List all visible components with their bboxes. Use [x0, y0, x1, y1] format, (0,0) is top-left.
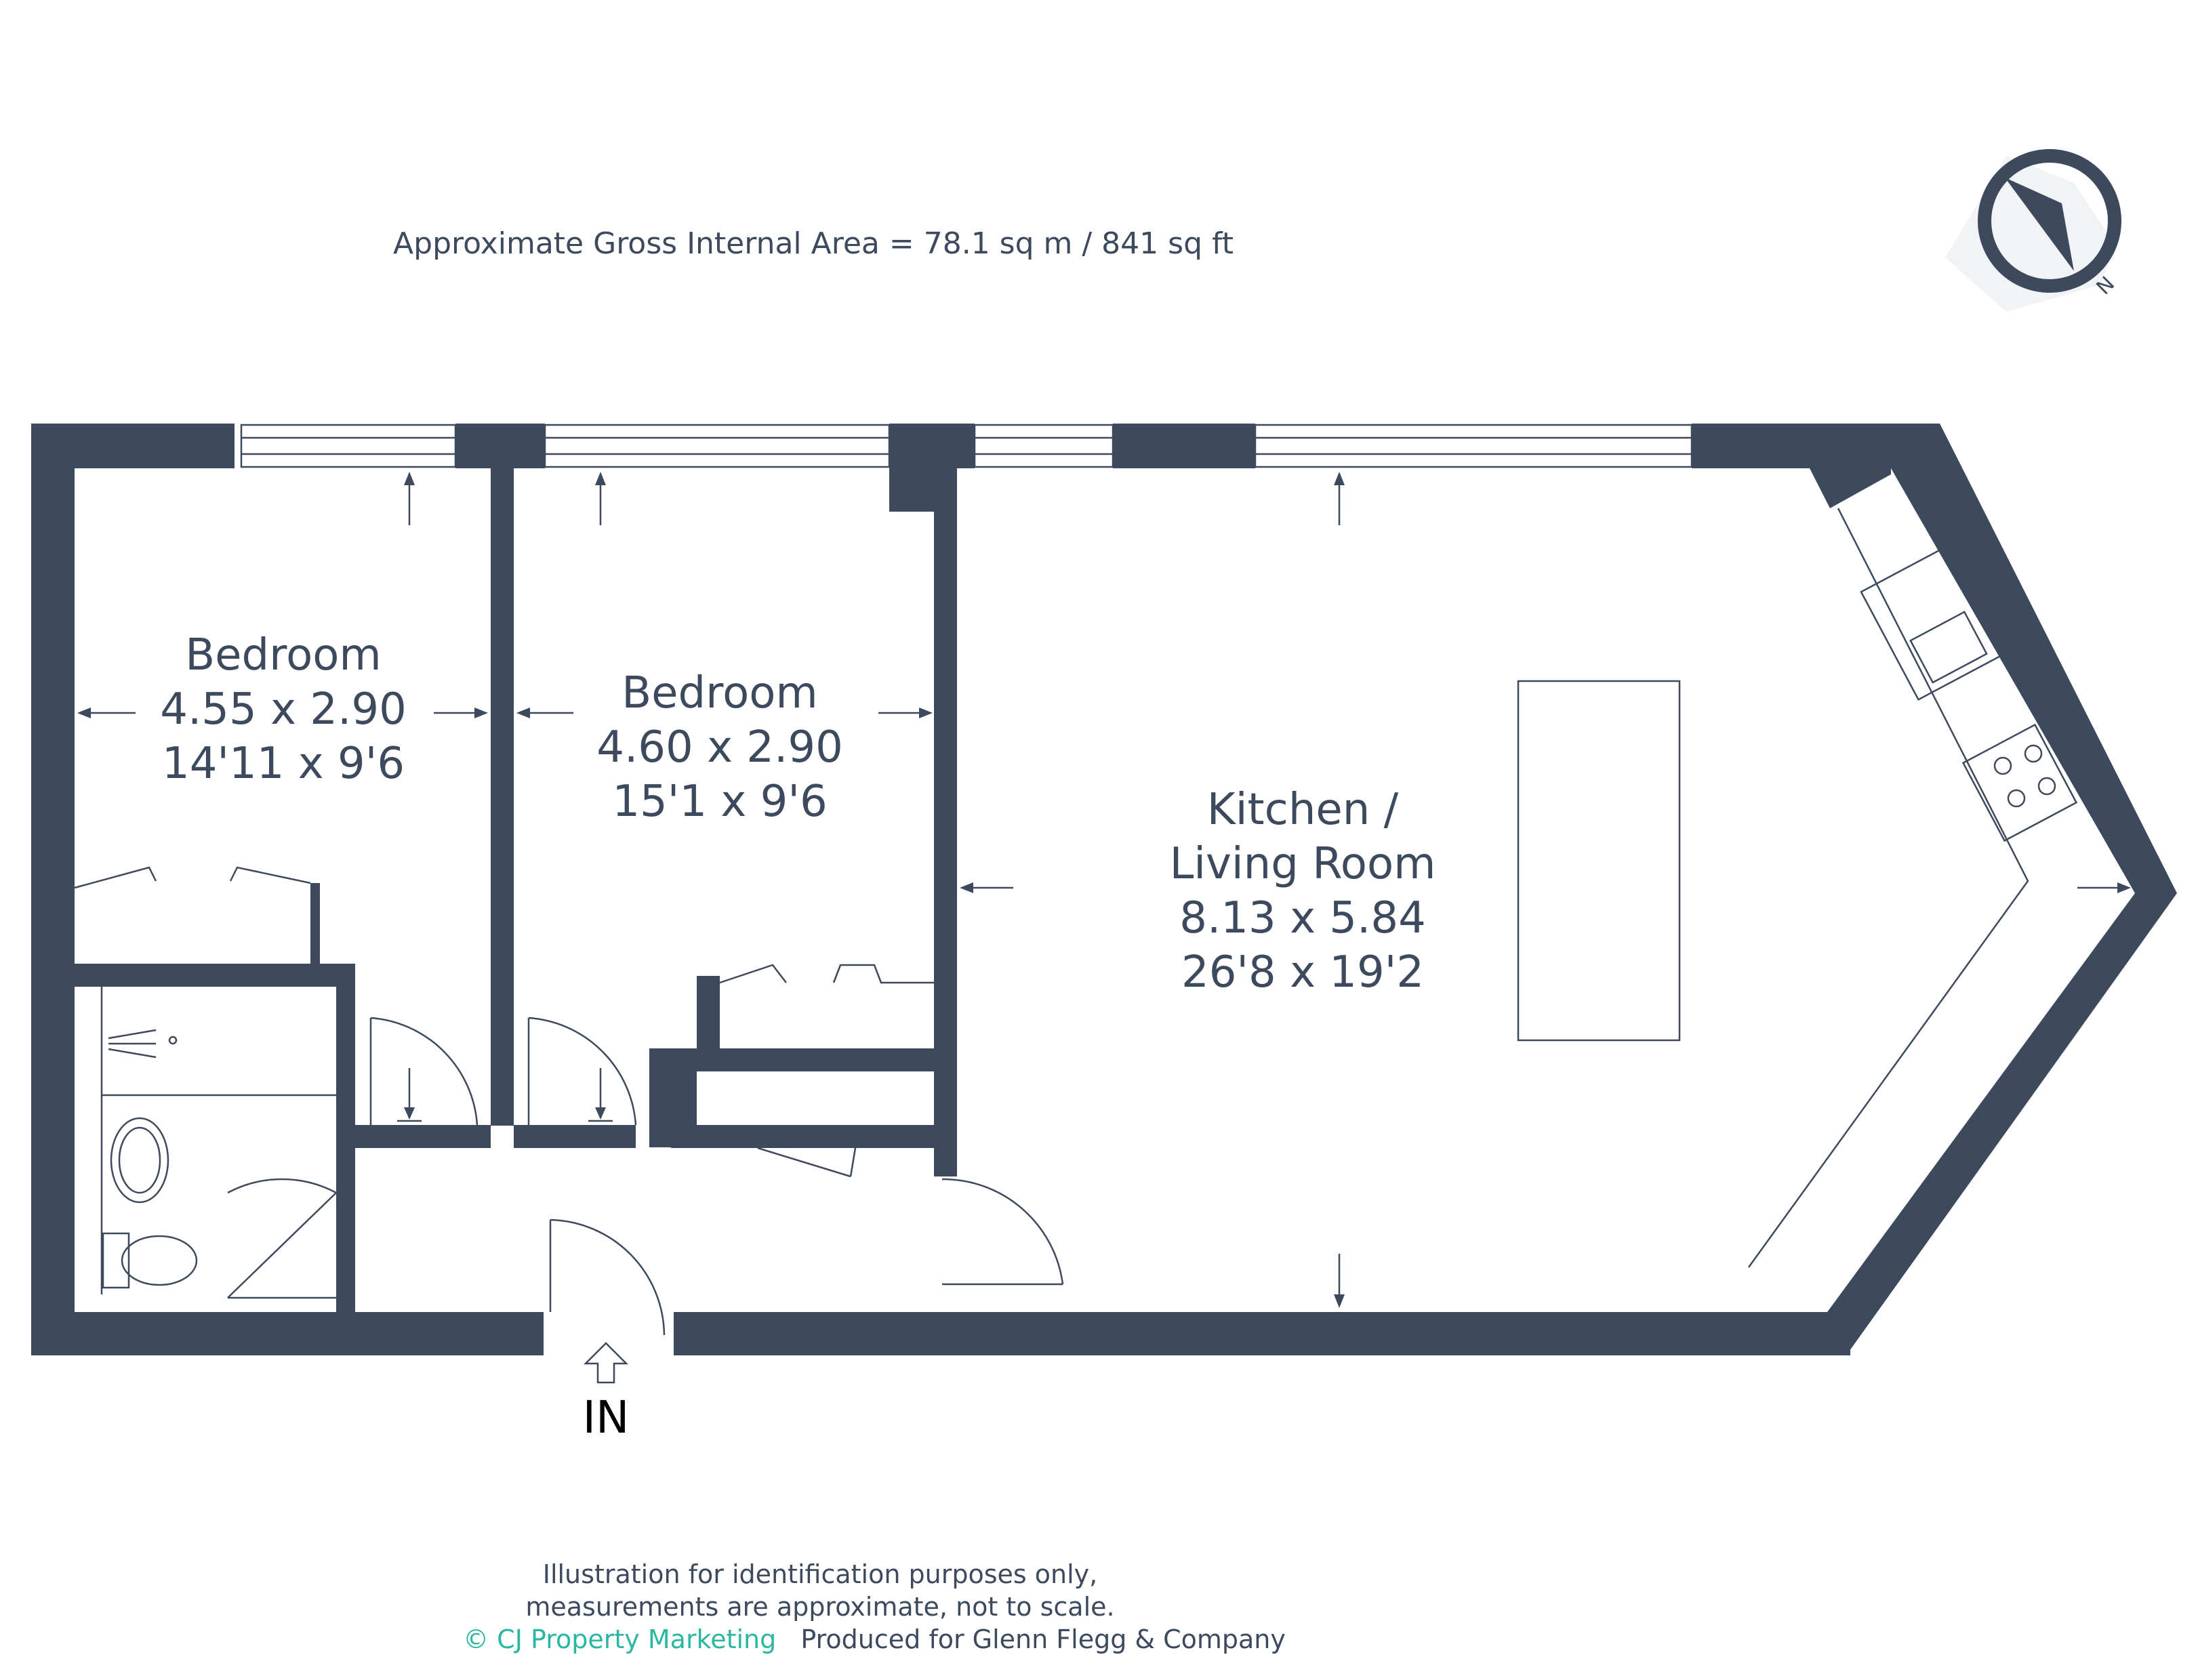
disclaimer-line-1: Illustration for identification purposes…: [543, 1559, 1098, 1589]
bathroom-fixtures: [100, 987, 336, 1294]
room-metric: 8.13 x 5.84: [1179, 893, 1426, 943]
internal-walls: [75, 468, 957, 1312]
room-label-bedroom-1: Bedroom 4.55 x 2.90 14'11 x 9'6: [160, 630, 407, 789]
disclaimer-line-2: measurements are approximate, not to sca…: [525, 1592, 1114, 1622]
entrance-label: IN: [583, 1391, 630, 1443]
room-name: Bedroom: [185, 630, 381, 680]
copyright-label: © CJ Property Marketing: [463, 1624, 776, 1654]
windows: [240, 424, 1693, 468]
footer-credits: © CJ Property Marketing Produced for Gle…: [463, 1624, 1286, 1654]
room-label-bedroom-2: Bedroom 4.60 x 2.90 15'1 x 9'6: [596, 668, 843, 827]
shower-icon: [108, 1029, 178, 1059]
kitchen-fittings: [1517, 508, 2078, 1268]
room-name-line2: Living Room: [1170, 839, 1436, 889]
room-name: Bedroom: [622, 668, 817, 718]
room-name-line1: Kitchen /: [1207, 785, 1399, 835]
basin-icon: [110, 1117, 169, 1204]
gross-area-label: Approximate Gross Internal Area = 78.1 s…: [393, 226, 1234, 261]
room-metric: 4.60 x 2.90: [596, 722, 843, 773]
sink-icon: [1860, 546, 2003, 701]
toilet-icon: [102, 1232, 198, 1289]
kitchen-island: [1517, 680, 1681, 1042]
entrance-marker: IN: [583, 1342, 630, 1443]
room-metric: 4.55 x 2.90: [160, 684, 407, 735]
outer-walls: [31, 424, 2177, 1355]
produced-for-label: Produced for Glenn Flegg & Company: [800, 1624, 1286, 1654]
wardrobes: [74, 866, 934, 984]
room-imperial: 14'11 x 9'6: [162, 739, 405, 789]
room-imperial: 15'1 x 9'6: [612, 777, 827, 827]
doors: [227, 1017, 1064, 1336]
room-imperial: 26'8 x 19'2: [1181, 947, 1424, 998]
dimension-arrows: [77, 472, 2131, 1308]
hob-icon: [1961, 723, 2078, 842]
compass-icon: N: [1945, 149, 2121, 312]
room-label-kitchen-living: Kitchen / Living Room 8.13 x 5.84 26'8 x…: [1170, 785, 1436, 998]
